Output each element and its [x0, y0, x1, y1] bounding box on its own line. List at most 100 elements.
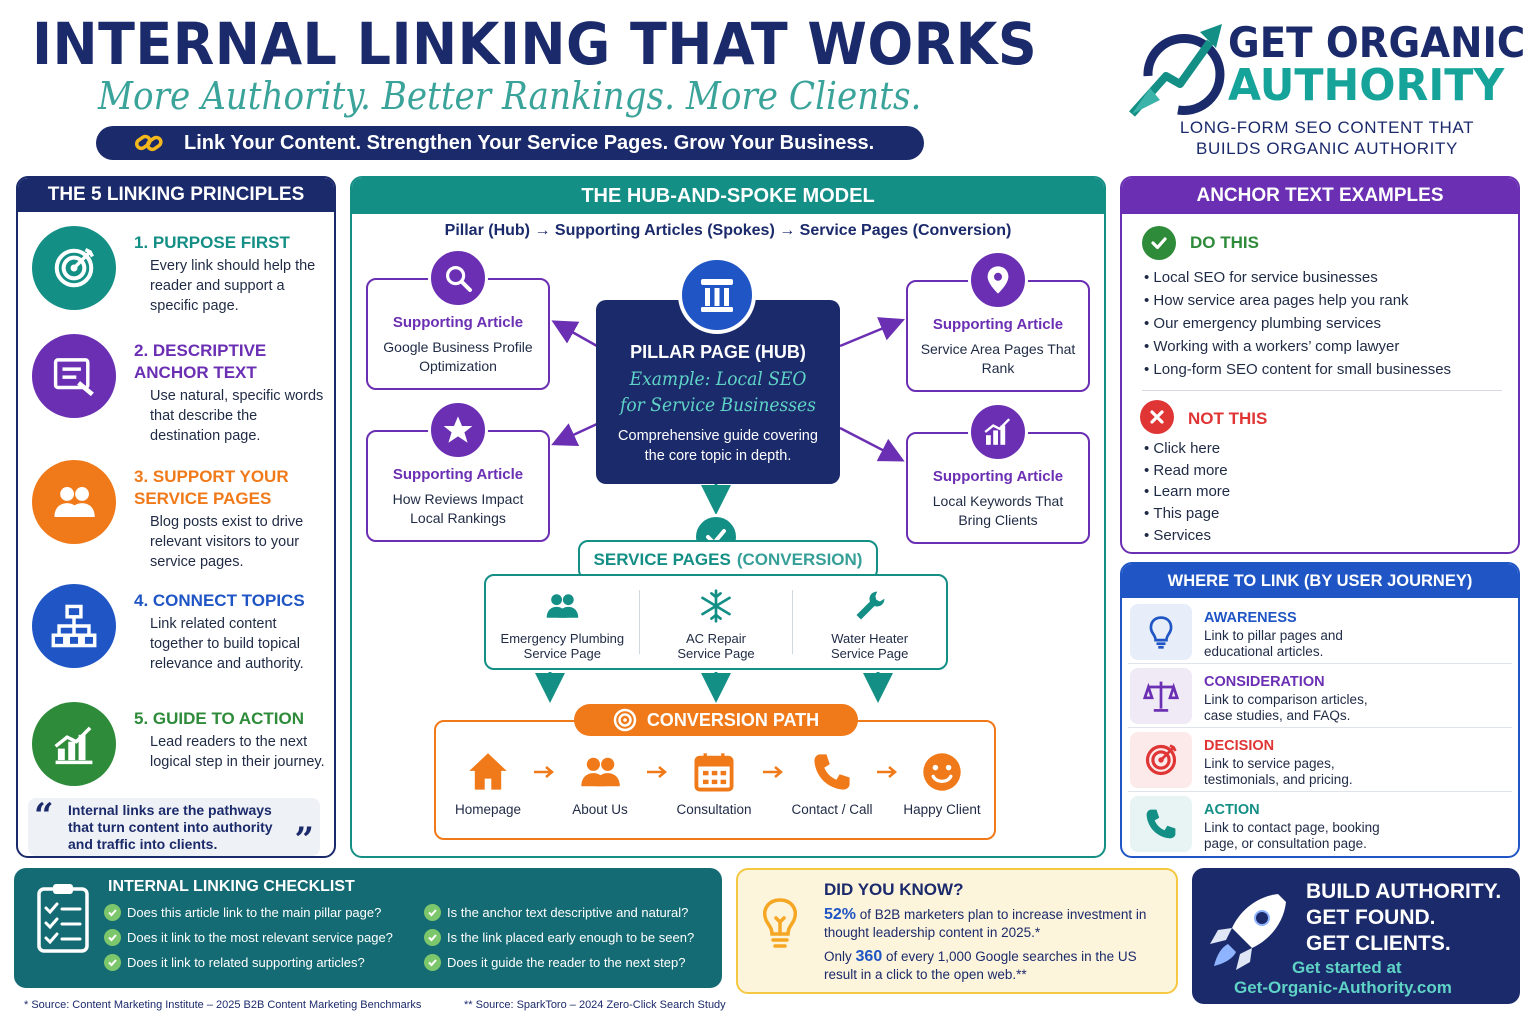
bullet: • [1144, 505, 1154, 523]
checklist-item-text: Is the link placed early enough to be se… [447, 930, 695, 945]
brand-sub2: BUILDS ORGANIC AUTHORITY [1196, 139, 1458, 158]
cta-line2: GET FOUND. [1306, 906, 1436, 929]
anchor-example-text: Read more [1153, 461, 1228, 479]
anchor-example: • Long-form SEO content for small busine… [1144, 358, 1451, 381]
bullet: • [1144, 440, 1154, 457]
stat-2: Only 360 of every 1,000 Google searches … [824, 948, 1168, 984]
service-line2: Service Page [523, 646, 601, 661]
cta-panel[interactable]: BUILD AUTHORITY. GET FOUND. GET CLIENTS.… [1192, 868, 1520, 1004]
clipboard-icon [28, 878, 98, 958]
cta-sub: Get started at [1292, 958, 1402, 977]
people-icon [32, 460, 116, 544]
tagline: More Authority. Better Rankings. More Cl… [98, 74, 922, 118]
journey-item: ACTION Link to contact page, booking pag… [1128, 794, 1512, 856]
anchor-example: • Services [1144, 525, 1230, 547]
document-icon [32, 334, 116, 418]
quote-box: “ Internal links are the pathways that t… [28, 796, 320, 858]
location-pin-icon [968, 250, 1028, 310]
services: Emergency Plumbing Service Page AC Repai… [486, 576, 946, 668]
anchor-divider [1142, 390, 1502, 391]
check-circle-icon [424, 954, 441, 971]
service-page-item[interactable]: Emergency Plumbing Service Page [486, 588, 640, 661]
principle-item: 5. GUIDE TO ACTION Lead readers to the n… [18, 694, 334, 804]
tagline-banner: Link Your Content. Strengthen Your Servi… [96, 126, 924, 160]
open-quote-icon: “ [34, 796, 54, 836]
cta-url[interactable]: Get-Organic-Authority.com [1234, 978, 1452, 997]
anchor-example-text: How service area pages help you rank [1153, 292, 1409, 309]
journey-item-title: ACTION [1204, 802, 1260, 818]
stat-1-text: of B2B marketers plan to increase invest… [824, 907, 1147, 940]
principle-title: 2. DESCRIPTIVE ANCHOR TEXT [134, 341, 267, 382]
checklist-item-text: Does it link to related supporting artic… [127, 955, 365, 970]
principle-item: 3. SUPPORT YOUR SERVICE PAGES Blog posts… [18, 452, 334, 570]
check-circle-icon [104, 929, 121, 946]
journey-item-text-2: educational articles. [1204, 644, 1324, 659]
journey-item: DECISION Link to service pages, testimon… [1128, 730, 1512, 792]
bullet: • [1144, 461, 1154, 479]
service-line1: AC Repair [686, 631, 746, 646]
pillar-title: PILLAR PAGE (HUB) [630, 342, 806, 362]
checklist-item-text: Does it guide the reader to the next ste… [447, 955, 686, 970]
anchor-panel: ANCHOR TEXT EXAMPLES DO THIS • Local SEO… [1120, 176, 1520, 554]
cta-line3: GET CLIENTS. [1306, 932, 1451, 955]
conversion-step[interactable]: Contact / Call [782, 748, 882, 817]
check-circle-icon [424, 929, 441, 946]
bullet: • [1144, 338, 1154, 355]
anchor-example: • Read more [1144, 460, 1230, 482]
service-page-item[interactable]: Water Heater Service Page [793, 588, 946, 661]
principle-title: 1. PURPOSE FIRST [134, 233, 290, 252]
journey-item-text-2: page, or consultation page. [1204, 836, 1367, 851]
conversion-step[interactable]: Consultation [664, 748, 764, 817]
anchor-title: ANCHOR TEXT EXAMPLES [1122, 178, 1518, 214]
check-circle-icon [104, 904, 121, 921]
bullet: • [1144, 483, 1154, 501]
quote-text: Internal links are the pathways that tur… [68, 802, 273, 852]
didyouknow-title: DID YOU KNOW? [824, 880, 964, 899]
principle-title: 4. CONNECT TOPICS [134, 591, 305, 610]
close-quote-icon: ” [294, 820, 314, 858]
conversion-step[interactable]: Happy Client [892, 748, 992, 817]
journey-item: CONSIDERATION Link to comparison article… [1128, 666, 1512, 728]
home-icon [438, 748, 538, 796]
service-page-item[interactable]: AC Repair Service Page [640, 589, 794, 661]
brand-line2: AUTHORITY [1228, 60, 1505, 111]
stat-2-prefix: Only [824, 949, 856, 964]
people-icon [486, 588, 639, 629]
principle-text: Use natural, specific words that describ… [150, 388, 324, 444]
spoke-card[interactable]: Supporting Article Google Business Profi… [366, 278, 550, 390]
stat-2-text: of every 1,000 Google searches in the US… [824, 949, 1137, 982]
wrench-icon [793, 588, 946, 629]
logo-arrow-icon [1126, 18, 1226, 123]
conversion-title-pill: CONVERSION PATH [574, 704, 858, 736]
service-line2: Service Page [677, 646, 755, 661]
pillar-example-1: Example: Local SEO [629, 368, 807, 390]
not-this-title: NOT THIS [1188, 409, 1268, 428]
do-list: • Local SEO for service businesses• How … [1144, 266, 1451, 381]
spoke-text: Google Business Profile Optimization [383, 339, 533, 374]
do-this-title: DO THIS [1190, 233, 1259, 252]
lightbulb-icon [1130, 604, 1192, 660]
arrow-right-icon [646, 762, 668, 785]
principle-item: 4. CONNECT TOPICS Link related content t… [18, 576, 334, 686]
arrow-right-icon [876, 762, 898, 785]
checklist-item: Does this article link to the main pilla… [104, 904, 381, 921]
target-icon [1130, 732, 1192, 788]
service-line1: Emergency Plumbing [500, 631, 625, 646]
principle-item: 2. DESCRIPTIVE ANCHOR TEXT Use natural, … [18, 326, 334, 444]
growth-chart-icon [32, 702, 116, 786]
bullet: • [1144, 292, 1154, 309]
journey-title: WHERE TO LINK (BY USER JOURNEY) [1122, 564, 1518, 598]
journey-item-title: AWARENESS [1204, 610, 1297, 626]
stat-1-number: 52% [824, 906, 857, 923]
lightbulb-icon [758, 892, 802, 959]
smiley-icon [892, 748, 992, 796]
spoke-text: Local Keywords That Bring Clients [932, 493, 1064, 528]
journey-panel: WHERE TO LINK (BY USER JOURNEY) AWARENES… [1120, 562, 1520, 858]
checklist-item: Does it link to the most relevant servic… [104, 929, 393, 946]
principle-text: Every link should help the reader and su… [150, 258, 316, 314]
conversion-step[interactable]: Homepage [438, 748, 538, 817]
checklist-item: Is the link placed early enough to be se… [424, 929, 694, 946]
journey-item-text-1: Link to comparison articles, [1204, 692, 1368, 707]
conversion-step[interactable]: About Us [550, 748, 650, 817]
anchor-example: • Our emergency plumbing services [1144, 312, 1451, 335]
